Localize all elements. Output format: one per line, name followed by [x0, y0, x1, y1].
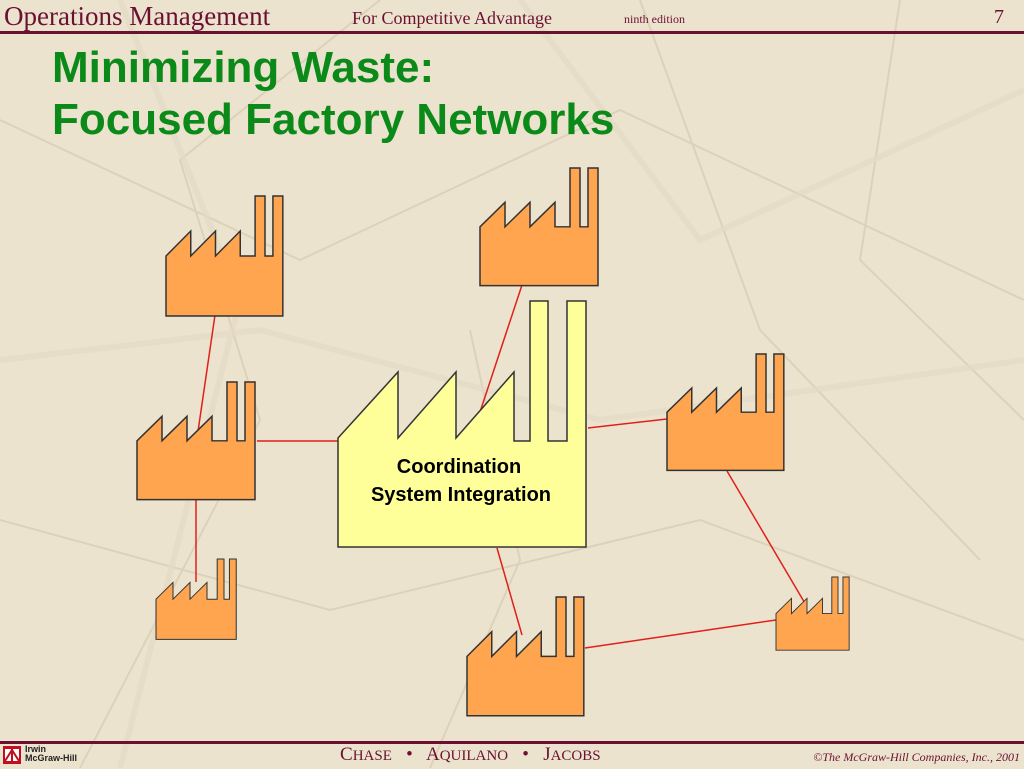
factory-icon	[136, 381, 256, 501]
irwin-mcgraw-hill-logo: Irwin McGraw-Hill	[3, 745, 93, 765]
connector-line	[584, 619, 777, 649]
copyright-notice: ©The McGraw-Hill Companies, Inc., 2001	[813, 750, 1020, 764]
slide-title: Minimizing Waste: Focused Factory Networ…	[52, 42, 614, 146]
connector-line	[726, 470, 807, 606]
factory-icon	[479, 167, 599, 287]
slide-title-line-2: Focused Factory Networks	[52, 95, 615, 144]
header-rule	[0, 31, 1024, 34]
book-subtitle: For Competitive Advantage	[352, 8, 552, 28]
factory-icon	[466, 596, 585, 717]
connector-lines	[195, 284, 807, 649]
slide-header: Operations Management For Competitive Ad…	[0, 0, 1024, 32]
author-name: AQUILANO	[425, 744, 509, 765]
book-title: Operations Management	[4, 1, 271, 31]
edition-label: ninth edition	[624, 12, 685, 26]
separator-dot: •	[406, 744, 413, 765]
mcgraw-hill-logo-icon	[3, 746, 21, 764]
connector-line	[195, 314, 216, 446]
separator-dot: •	[522, 744, 529, 765]
center-label-line-1: Coordination	[397, 456, 521, 478]
central-factory: Coordination System Integration	[337, 300, 587, 548]
logo-line-1: Irwin	[25, 744, 47, 754]
logo-line-2: McGraw-Hill	[25, 753, 78, 763]
footer-rule	[0, 741, 1024, 744]
author-name: CHASE	[340, 744, 392, 765]
factory-icon	[165, 195, 284, 317]
slide-title-line-1: Minimizing Waste:	[52, 43, 435, 92]
author-name: JACOBS	[543, 744, 601, 765]
factory-icon	[775, 576, 850, 651]
page-number: 7	[994, 6, 1004, 28]
factory-icon	[666, 353, 785, 472]
connector-line	[479, 284, 523, 413]
center-label-line-2: System Integration	[371, 484, 551, 506]
authors-line: CHASE • AQUILANO • JACOBS	[340, 744, 601, 766]
connector-line	[496, 547, 523, 636]
connector-line	[587, 418, 668, 429]
